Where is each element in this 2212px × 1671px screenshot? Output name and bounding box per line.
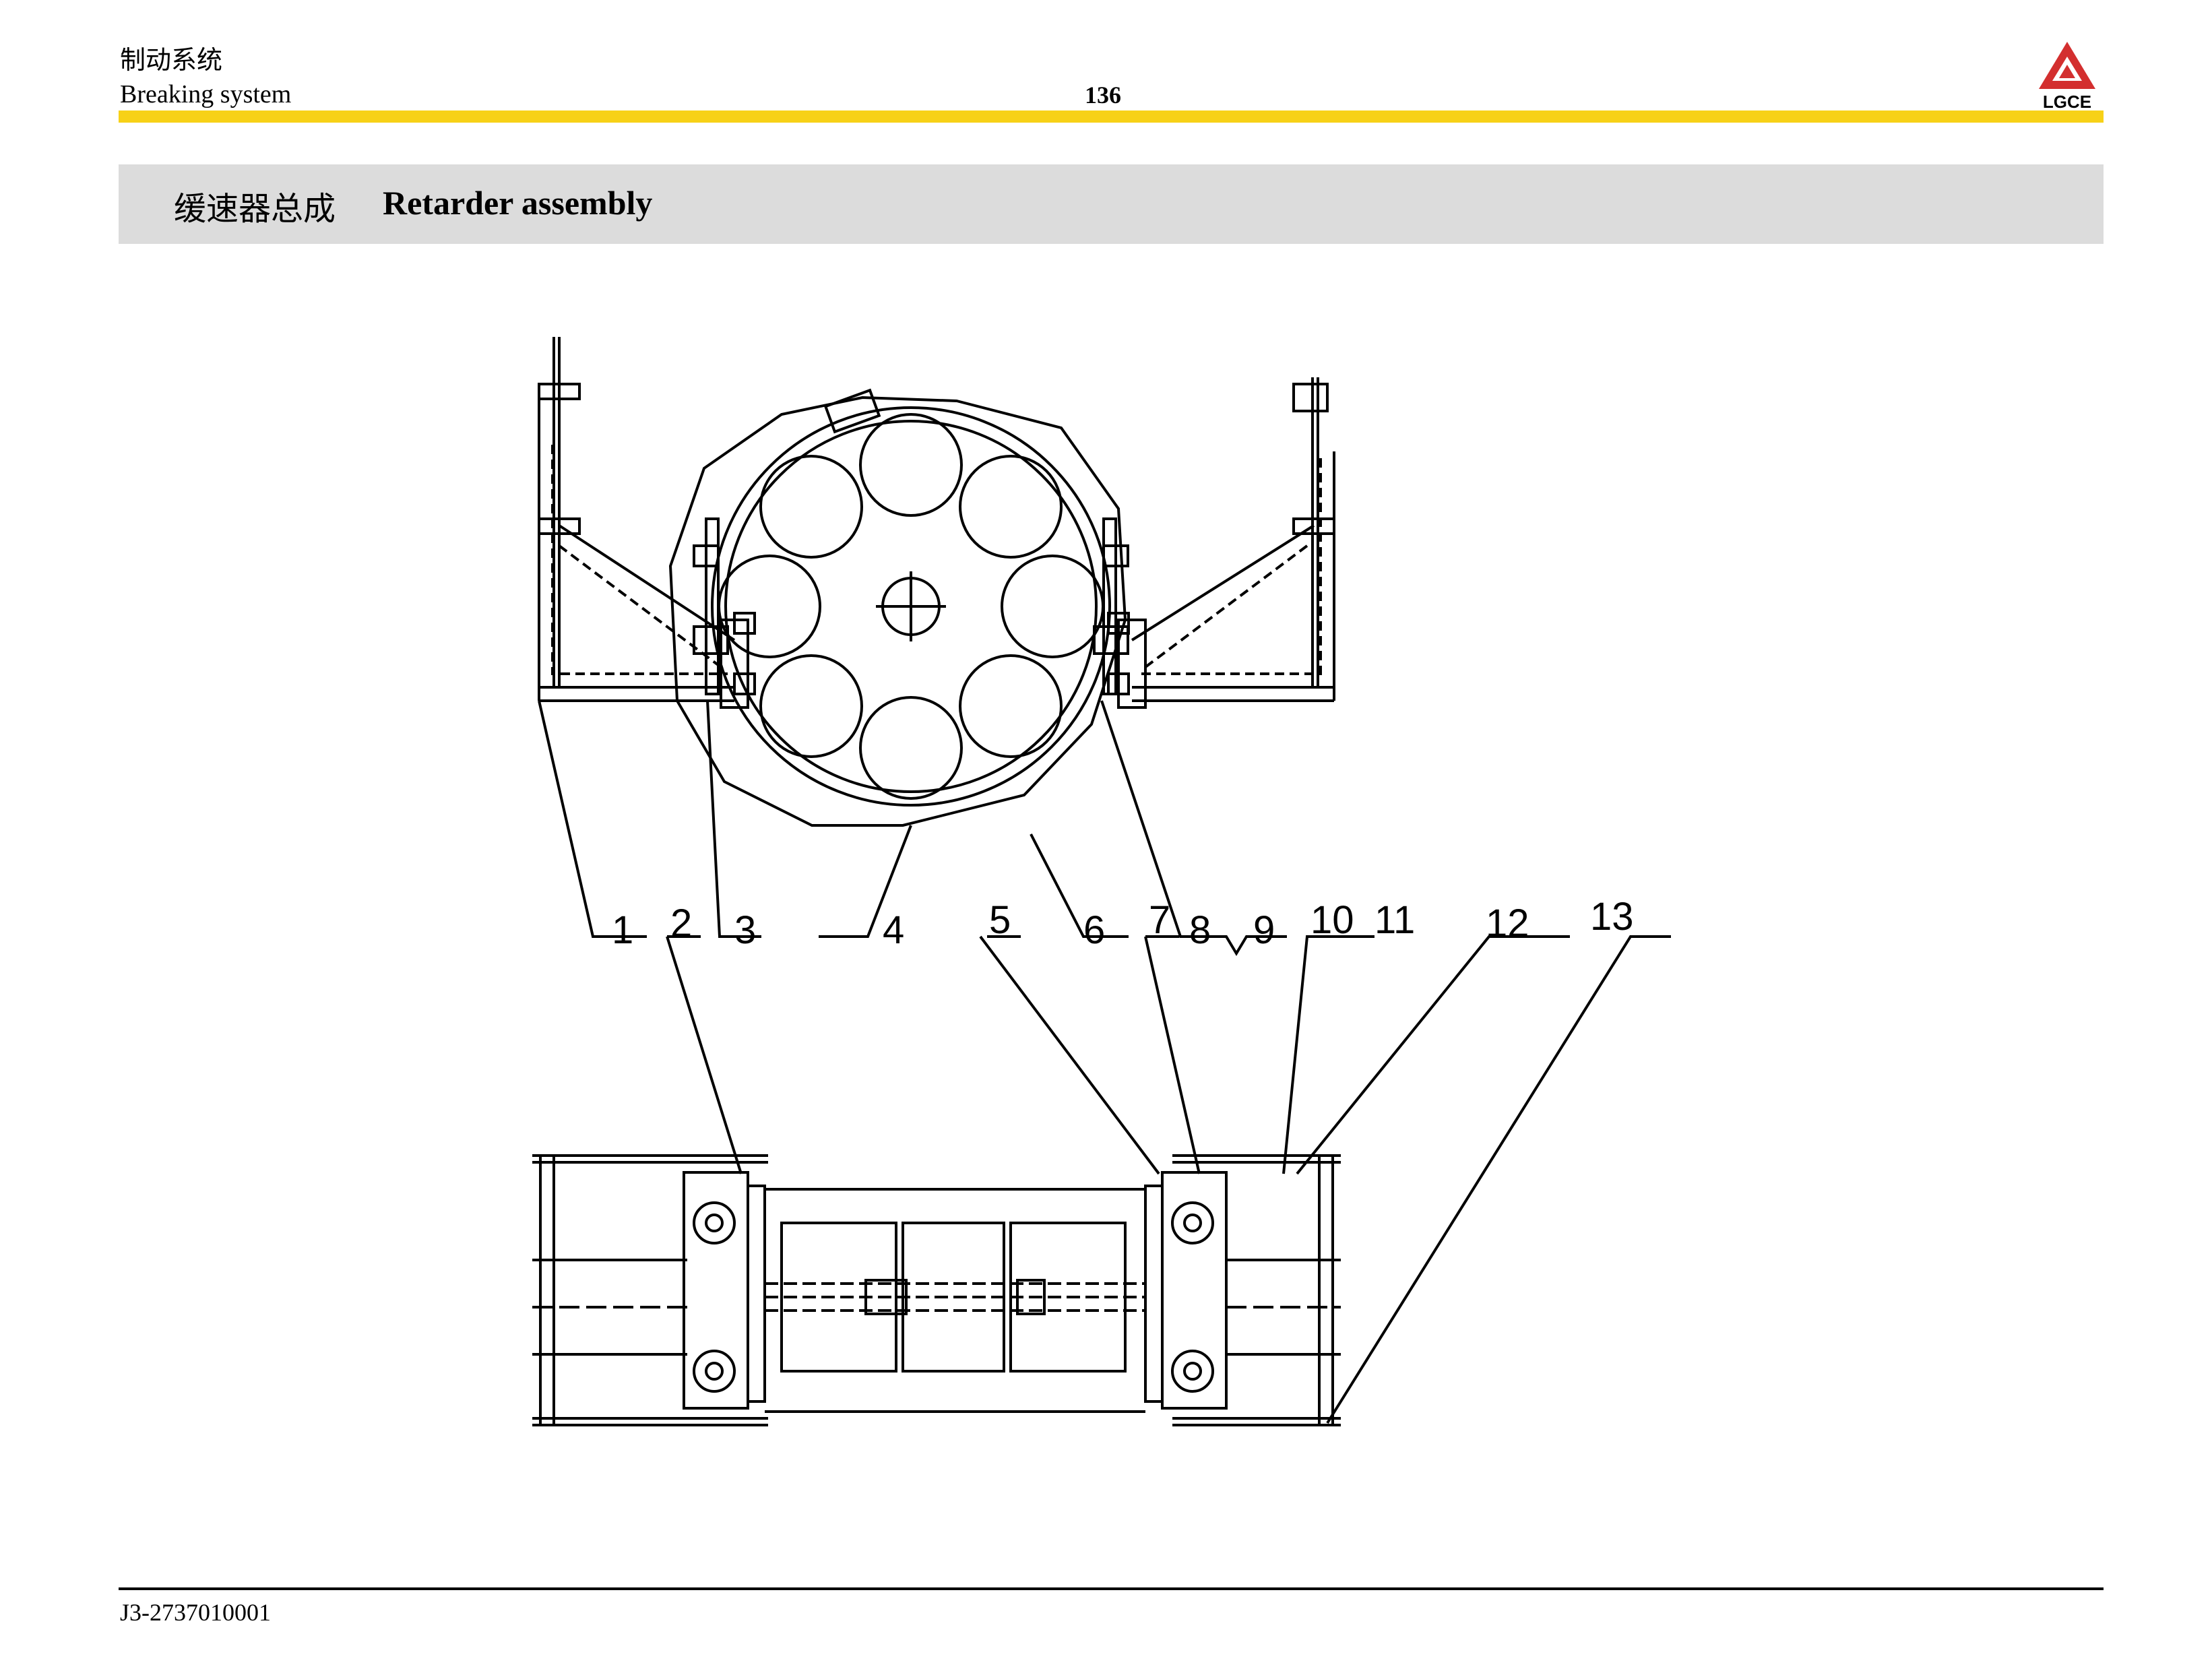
retarder-rotor-pockets bbox=[718, 413, 1104, 800]
retarder-assembly-drawing: 1 2 3 4 5 6 7 8 9 10 11 12 13 bbox=[532, 337, 1671, 1426]
callout-9: 9 bbox=[1253, 908, 1275, 952]
section-title-cn: 制动系统 bbox=[120, 45, 223, 75]
logo-text: LGCE bbox=[2043, 92, 2091, 112]
footer-rule bbox=[119, 1587, 2104, 1590]
retarder-rotor-housing bbox=[668, 388, 1127, 827]
callout-1: 1 bbox=[612, 908, 633, 952]
section-title-en: Breaking system bbox=[120, 80, 292, 108]
callout-labels: 1 2 3 4 5 6 7 8 9 10 11 12 13 bbox=[612, 895, 1634, 952]
left-bracket bbox=[538, 337, 756, 709]
callout-12: 12 bbox=[1486, 902, 1529, 945]
callout-8: 8 bbox=[1189, 908, 1211, 952]
callout-4: 4 bbox=[883, 908, 904, 952]
callout-10: 10 bbox=[1310, 898, 1354, 942]
leader-lines-bottom bbox=[666, 935, 1671, 1424]
title-band bbox=[119, 164, 2104, 244]
document-number: J3-2737010001 bbox=[120, 1599, 271, 1626]
right-bracket bbox=[1107, 377, 1335, 709]
lgce-logo-icon: LGCE bbox=[2039, 42, 2095, 112]
leader-lines-top bbox=[538, 700, 1287, 956]
page-title-en: Retarder assembly bbox=[383, 184, 653, 222]
page-number: 136 bbox=[1085, 82, 1121, 108]
callout-11: 11 bbox=[1374, 898, 1415, 942]
callout-5: 5 bbox=[989, 898, 1011, 942]
callout-7: 7 bbox=[1149, 898, 1170, 942]
mounting-flanges-top bbox=[693, 517, 1129, 695]
callout-13: 13 bbox=[1590, 895, 1634, 939]
page-title-cn: 缓速器总成 bbox=[174, 190, 336, 228]
side-view-assembly bbox=[532, 1154, 1341, 1426]
callout-6: 6 bbox=[1083, 908, 1105, 952]
header-accent-bar bbox=[119, 111, 2104, 123]
callout-3: 3 bbox=[734, 908, 756, 952]
callout-2: 2 bbox=[670, 902, 692, 945]
